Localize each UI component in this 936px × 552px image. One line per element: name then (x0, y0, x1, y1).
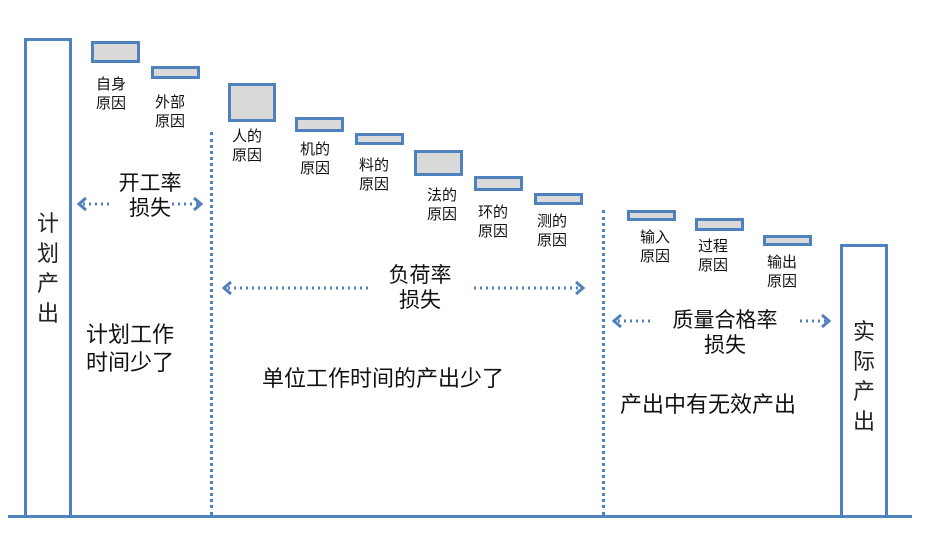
availability-description: 计划工作 时间少了 (86, 323, 175, 376)
cause-label-machine: 机的 原因 (300, 140, 331, 177)
quality-arrow (611, 313, 832, 329)
planned-output-bar (24, 38, 72, 518)
cause-label-material: 料的 原因 (359, 156, 390, 193)
arrow-left-head (221, 280, 232, 296)
loss-box-man-cause (228, 83, 276, 122)
loss-box-environment-cause (474, 176, 523, 191)
arrow-right-head (821, 313, 832, 329)
performance-loss-title: 负荷率 损失 (388, 263, 452, 312)
cause-label-measurement: 测的 原因 (537, 212, 568, 249)
planned-output-label: 计划产出 (37, 212, 60, 327)
actual-output-bar (840, 244, 888, 518)
loss-box-process-cause (695, 218, 744, 231)
loss-box-measurement-cause (534, 193, 583, 205)
cause-label-process: 过程 原因 (698, 237, 729, 274)
quality-loss-title: 质量合格率 损失 (672, 308, 778, 357)
quality-description: 产出中有无效产出 (620, 393, 797, 418)
separator-performance-quality (602, 210, 605, 515)
availability-arrow (76, 196, 204, 212)
loss-box-method-cause (414, 150, 463, 176)
performance-description: 单位工作时间的产出少了 (262, 367, 505, 392)
loss-box-output-cause (763, 235, 812, 246)
cause-label-environment: 环的 原因 (478, 203, 509, 240)
arrow-left-head (611, 313, 622, 329)
separator-availability-performance (210, 132, 213, 515)
cause-label-self: 自身 原因 (96, 75, 127, 112)
loss-box-external-cause (151, 66, 200, 79)
baseline-axis (8, 515, 912, 518)
loss-box-self-cause (91, 41, 140, 63)
actual-output-label: 实际产出 (853, 320, 876, 435)
loss-box-input-cause (627, 210, 676, 221)
loss-box-machine-cause (295, 117, 344, 132)
performance-arrow (221, 280, 586, 296)
cause-label-method: 法的 原因 (427, 186, 458, 223)
cause-label-output: 输出 原因 (767, 253, 798, 290)
availability-loss-title: 开工率 损失 (118, 171, 182, 220)
arrow-left-head (76, 196, 87, 212)
cause-label-external: 外部 原因 (155, 93, 186, 130)
cause-label-input: 输入 原因 (640, 228, 671, 265)
arrow-right-head (575, 280, 586, 296)
loss-box-material-cause (355, 133, 404, 145)
arrow-right-head (193, 196, 204, 212)
cause-label-man: 人的 原因 (232, 127, 263, 164)
